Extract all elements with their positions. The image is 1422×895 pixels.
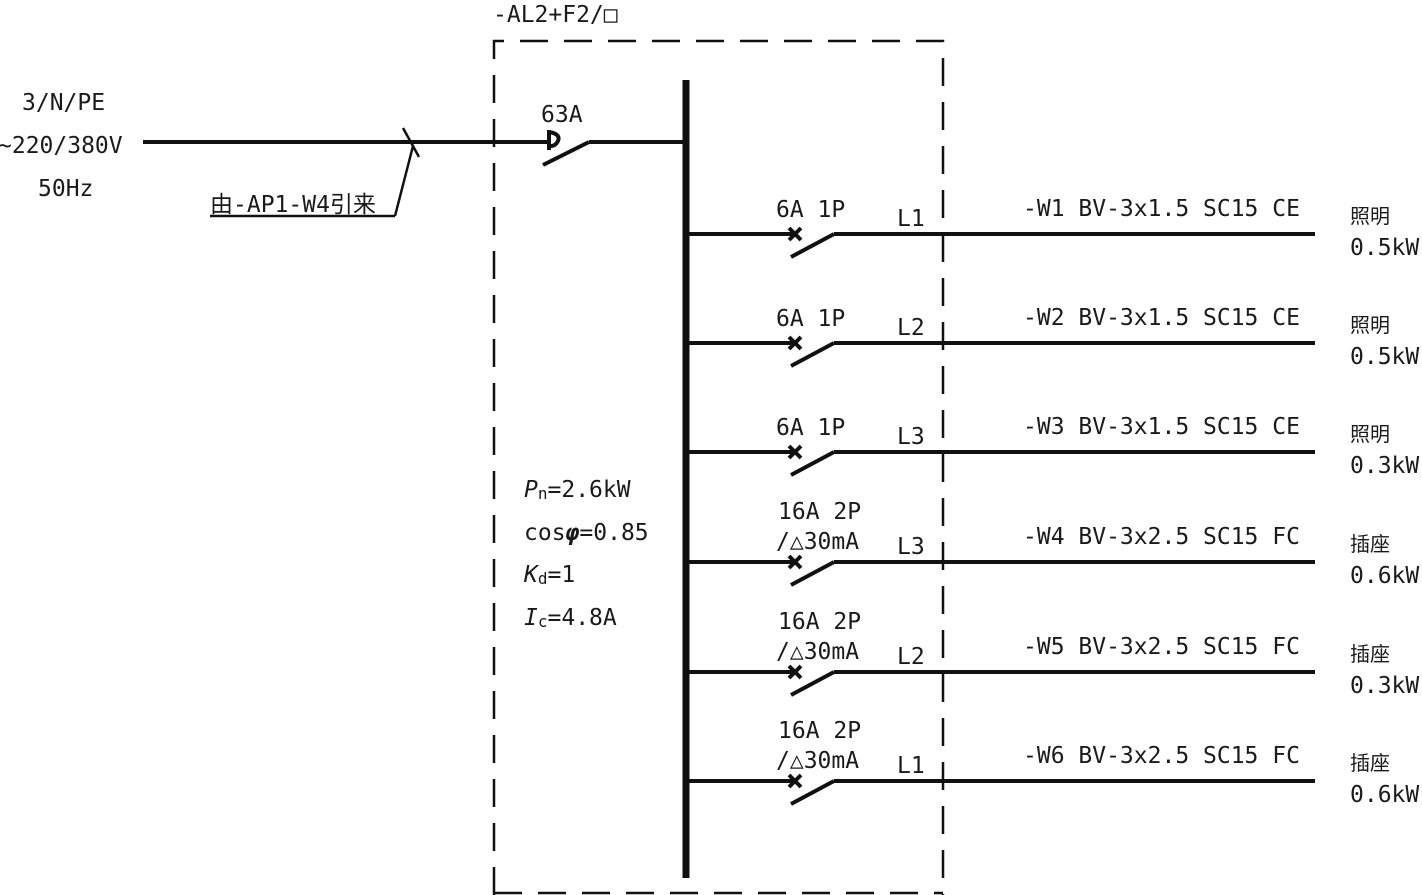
- phase-label: L3: [897, 424, 925, 450]
- rcd-rating: /△30mA: [776, 748, 859, 774]
- breaker-blade: [790, 670, 835, 697]
- load-type: 插座: [1350, 532, 1390, 556]
- cross-stroke: [787, 444, 803, 460]
- panel-enclosure: [492, 39, 945, 895]
- breaker-blade: [790, 341, 835, 368]
- circuit-row: 16A 2P /△30mA L2 -W5 BV-3x2.5 SC15 FC 插座 0.3k…: [686, 609, 1419, 699]
- main-breaker-symbol: [542, 130, 686, 167]
- cable-spec: -W3 BV-3x1.5 SC15 CE: [1023, 414, 1300, 440]
- load-parameters: Pn=2.6kW cosφ=0.85 Kd=1 Ic=4.8A: [523, 477, 649, 631]
- cross-stroke: [787, 554, 803, 570]
- param-ic: Ic=4.8A: [524, 605, 617, 631]
- breaker-cross-mark: [787, 335, 803, 351]
- rcd-rating: /△30mA: [776, 639, 859, 665]
- load-power: 0.3kW: [1350, 453, 1419, 479]
- panel-label: -AL2+F2/□: [493, 2, 618, 28]
- supply-system: 3/N/PE: [22, 90, 105, 116]
- param-kd: Kd=1: [523, 562, 575, 588]
- rcd-rating: /△30mA: [776, 529, 859, 555]
- phase-label: L3: [897, 534, 925, 560]
- breaker-blade: [790, 232, 835, 259]
- cable-spec: -W2 BV-3x1.5 SC15 CE: [1023, 305, 1300, 331]
- supply-frequency: 50Hz: [38, 176, 93, 202]
- load-power: 0.6kW: [1350, 782, 1419, 808]
- phase-label: L2: [897, 315, 925, 341]
- breaker-rating: 16A 2P: [778, 718, 861, 744]
- breaker-rating: 6A 1P: [776, 306, 845, 332]
- breaker-blade: [790, 560, 835, 587]
- phase-label: L1: [897, 753, 925, 779]
- phase-label: L1: [897, 206, 925, 232]
- breaker-blade: [790, 779, 835, 806]
- circuit-row: 16A 2P /△30mA L3 -W4 BV-3x2.5 SC15 FC 插座 0.6k…: [686, 499, 1419, 589]
- param-pn: Pn=2.6kW: [524, 477, 631, 503]
- outgoing-circuits: 6A 1P L1 -W1 BV-3x1.5 SC15 CE 照明 0.5kW 6A 1P L…: [686, 196, 1419, 808]
- source-note: 由-AP1-W4引来: [210, 192, 376, 218]
- breaker-rating: 6A 1P: [776, 415, 845, 441]
- cable-spec: -W5 BV-3x2.5 SC15 FC: [1023, 634, 1300, 660]
- cross-stroke: [787, 335, 803, 351]
- supply-voltage: ~220/380V: [0, 133, 123, 159]
- cross-stroke: [787, 773, 803, 789]
- circuit-row: 16A 2P /△30mA L1 -W6 BV-3x2.5 SC15 FC 插座 0.6k…: [686, 718, 1419, 808]
- cross-stroke: [787, 664, 803, 680]
- breaker-rating: 6A 1P: [776, 197, 845, 223]
- circuit-row: 6A 1P L2 -W2 BV-3x1.5 SC15 CE 照明 0.5kW: [686, 305, 1419, 370]
- load-type: 照明: [1350, 204, 1390, 228]
- load-type: 照明: [1350, 422, 1390, 446]
- source-note-leader: [210, 145, 415, 218]
- breaker-cross-mark: [787, 226, 803, 242]
- cable-spec: -W1 BV-3x1.5 SC15 CE: [1023, 196, 1300, 222]
- load-power: 0.5kW: [1350, 235, 1419, 261]
- load-power: 0.5kW: [1350, 344, 1419, 370]
- incoming-tick-mark: [401, 127, 421, 158]
- breaker-cross-mark: [787, 773, 803, 789]
- main-breaker-rating: 63A: [541, 102, 583, 128]
- load-type: 插座: [1350, 751, 1390, 775]
- load-power: 0.3kW: [1350, 673, 1419, 699]
- load-power: 0.6kW: [1350, 563, 1419, 589]
- breaker-rating: 16A 2P: [778, 609, 861, 635]
- load-type: 插座: [1350, 642, 1390, 666]
- breaker-rating: 16A 2P: [778, 499, 861, 525]
- cable-spec: -W4 BV-3x2.5 SC15 FC: [1023, 524, 1300, 550]
- param-cos: cosφ=0.85: [524, 520, 649, 546]
- breaker-cross-mark: [787, 554, 803, 570]
- circuit-row: 6A 1P L1 -W1 BV-3x1.5 SC15 CE 照明 0.5kW: [686, 196, 1419, 261]
- load-type: 照明: [1350, 313, 1390, 337]
- breaker-cross-mark: [787, 664, 803, 680]
- phase-label: L2: [897, 644, 925, 670]
- cable-spec: -W6 BV-3x2.5 SC15 FC: [1023, 743, 1300, 769]
- breaker-blade: [790, 450, 835, 477]
- cross-stroke: [787, 226, 803, 242]
- breaker-cross-mark: [787, 444, 803, 460]
- circuit-row: 6A 1P L3 -W3 BV-3x1.5 SC15 CE 照明 0.3kW: [686, 414, 1419, 479]
